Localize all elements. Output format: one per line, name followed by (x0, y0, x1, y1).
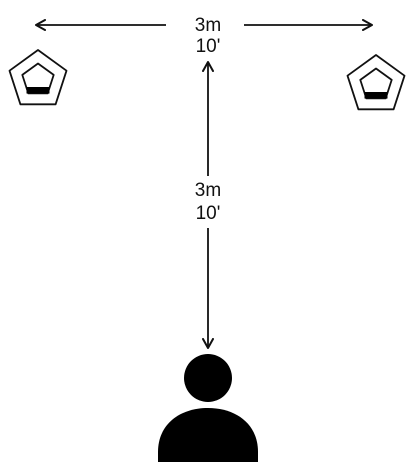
horizontal-distance-metric: 3m (195, 15, 221, 36)
vertical-distance-imperial: 10' (196, 203, 221, 224)
speaker-driver-bar (364, 92, 388, 99)
person-icon (158, 354, 258, 462)
vertical-distance-metric: 3m (195, 180, 221, 201)
person-head (184, 354, 232, 402)
horizontal-distance-imperial: 10' (196, 36, 221, 57)
speaker-icon (346, 54, 406, 111)
person-shoulders (158, 408, 258, 462)
speaker-driver-bar (26, 87, 50, 94)
speaker-icon (8, 49, 68, 106)
